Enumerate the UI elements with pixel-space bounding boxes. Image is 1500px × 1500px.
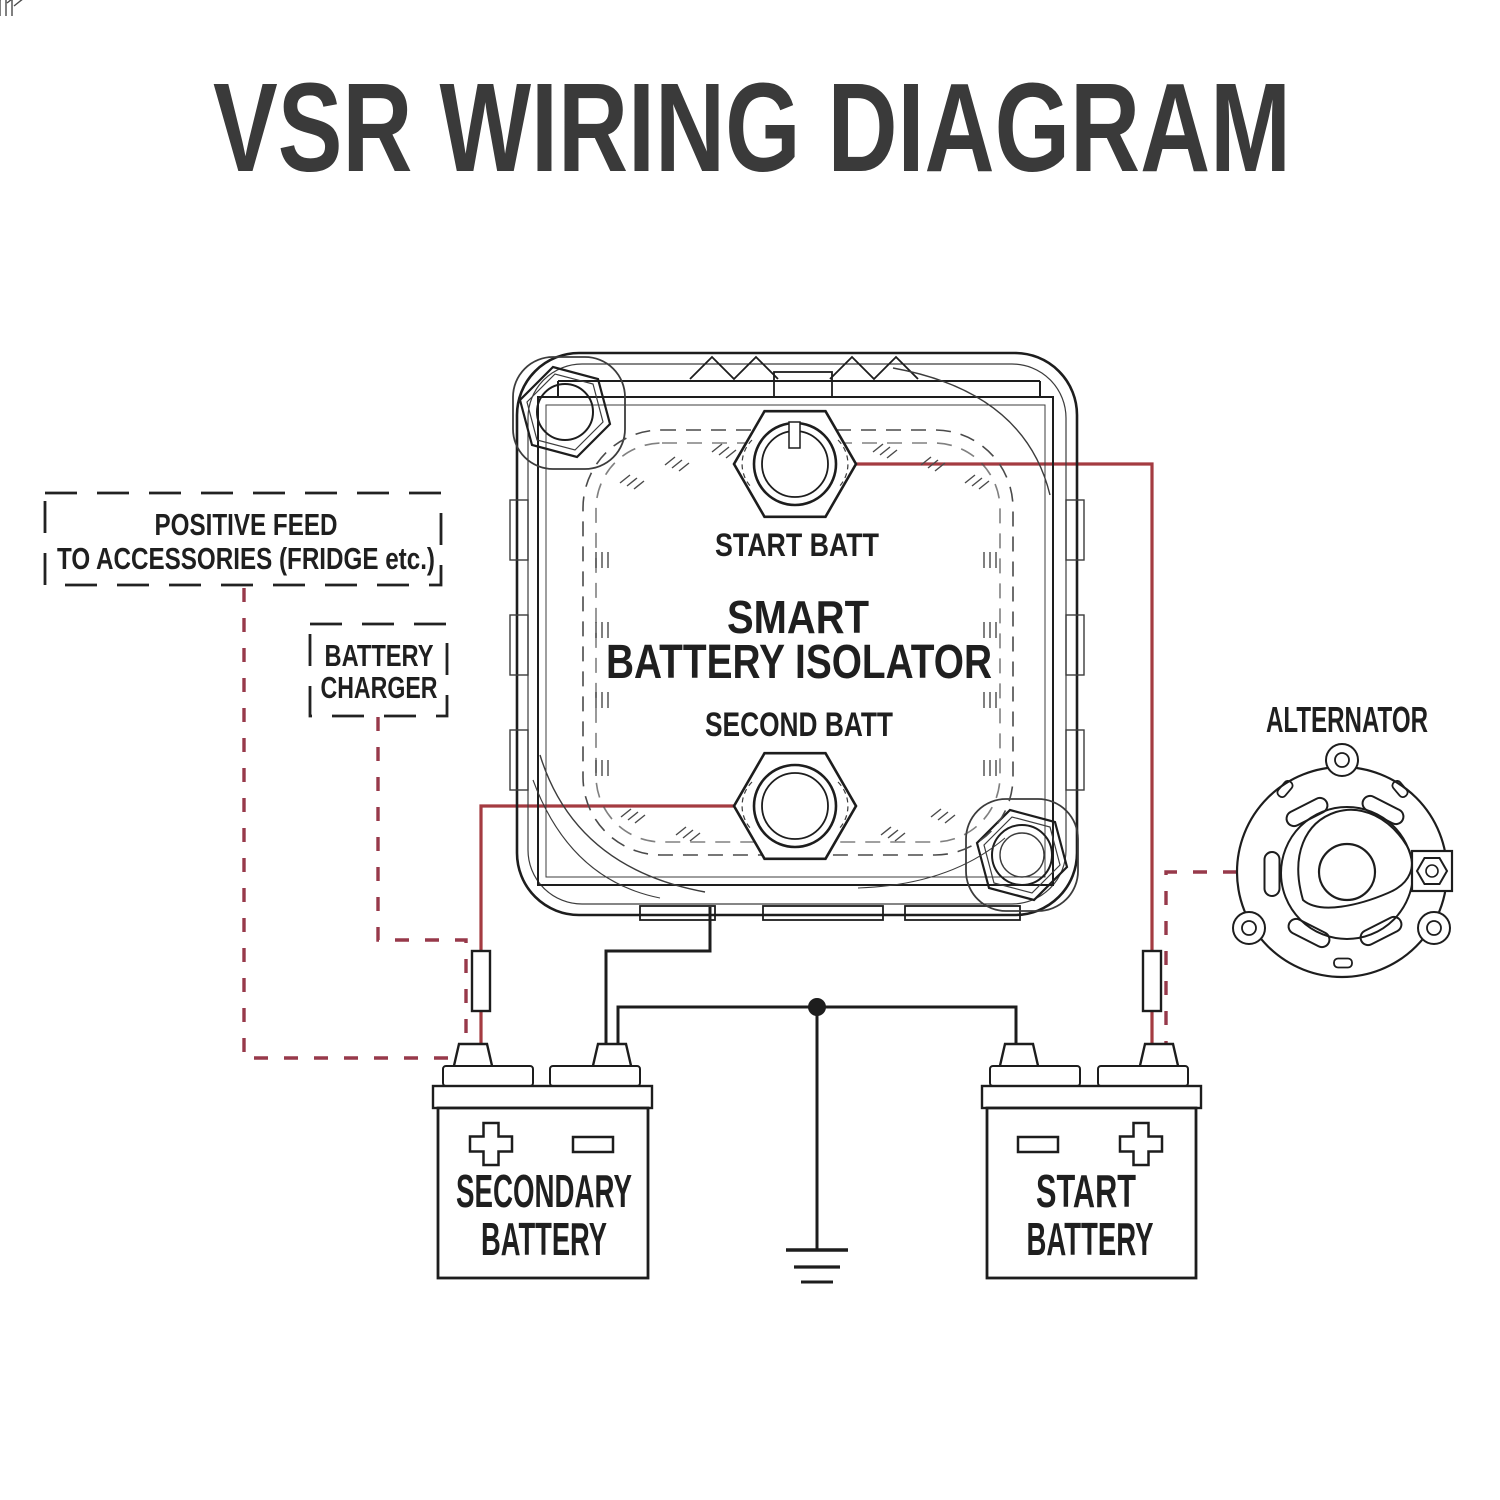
- battery-charger-label-line2: CHARGER: [321, 670, 438, 705]
- top-teeth-left: [689, 355, 779, 381]
- second-batt-terminal: [732, 751, 858, 861]
- bottom-feet: [639, 905, 1021, 921]
- alternator-bolt-bottom-right: [1417, 911, 1451, 945]
- page-title: VSR WIRING DIAGRAM: [213, 57, 1291, 198]
- alternator-pulley: [1297, 808, 1413, 909]
- alternator-bolt-bottom-left: [1232, 911, 1266, 945]
- start-battery-label-line2: BATTERY: [1027, 1213, 1154, 1265]
- alternator: ALTERNATOR: [1232, 699, 1454, 979]
- secondary-battery: SECONDARY BATTERY: [431, 1042, 654, 1280]
- alternator-mount-tab: [1410, 849, 1454, 893]
- start-batt-label: START BATT: [715, 527, 879, 563]
- battery-lid: [980, 1084, 1203, 1110]
- alternator-vent-slots: [1263, 779, 1409, 969]
- positive-feed-label-line1: POSITIVE FEED: [155, 507, 338, 542]
- minus-icon: [571, 1135, 615, 1154]
- alternator-bolt-top: [1325, 743, 1359, 777]
- corner-bolt-bottom-right: [965, 798, 1079, 912]
- alternator-label: ALTERNATOR: [1266, 699, 1428, 740]
- isolator-name-line1: SMART: [727, 591, 869, 643]
- wire-alternator: [1164, 870, 1237, 1046]
- positive-feed-box: POSITIVE FEED TO ACCESSORIES (FRIDGE etc…: [43, 491, 443, 587]
- isolator-name-line2: BATTERY ISOLATOR: [606, 636, 992, 689]
- fuse-secondary-positive: [470, 949, 492, 1013]
- wire-startbatt-to-startbattery: [800, 462, 1154, 1046]
- corner-bolt-top-left: [512, 356, 626, 470]
- start-batt-terminal: [732, 409, 858, 519]
- secondary-battery-label-line1: SECONDARY: [456, 1165, 632, 1217]
- battery-lid: [431, 1084, 654, 1110]
- plus-icon: [468, 1121, 514, 1167]
- secondary-battery-label-line2: BATTERY: [481, 1213, 607, 1265]
- fuse-start-positive: [1141, 949, 1163, 1013]
- battery-charger-box: BATTERY CHARGER: [308, 622, 449, 718]
- side-clips: [509, 499, 1085, 791]
- plus-icon: [1118, 1121, 1164, 1167]
- top-teeth-right: [829, 355, 919, 381]
- minus-icon: [1016, 1135, 1060, 1154]
- start-battery: START BATTERY: [980, 1042, 1203, 1280]
- ground-symbol: [786, 1007, 848, 1284]
- start-battery-label-line1: START: [1036, 1165, 1136, 1217]
- wire-positive-feed: [242, 588, 453, 1060]
- wire-isolator-negative: [604, 907, 712, 1046]
- positive-feed-label-line2: TO ACCESSORIES (FRIDGE etc.): [57, 541, 435, 576]
- smart-battery-isolator: START BATT SMART BATTERY ISOLATOR SECOND…: [0, 0, 1085, 921]
- wire-battery-charger: [376, 717, 468, 1046]
- battery-charger-label-line1: BATTERY: [325, 638, 434, 673]
- second-batt-label: SECOND BATT: [705, 706, 893, 744]
